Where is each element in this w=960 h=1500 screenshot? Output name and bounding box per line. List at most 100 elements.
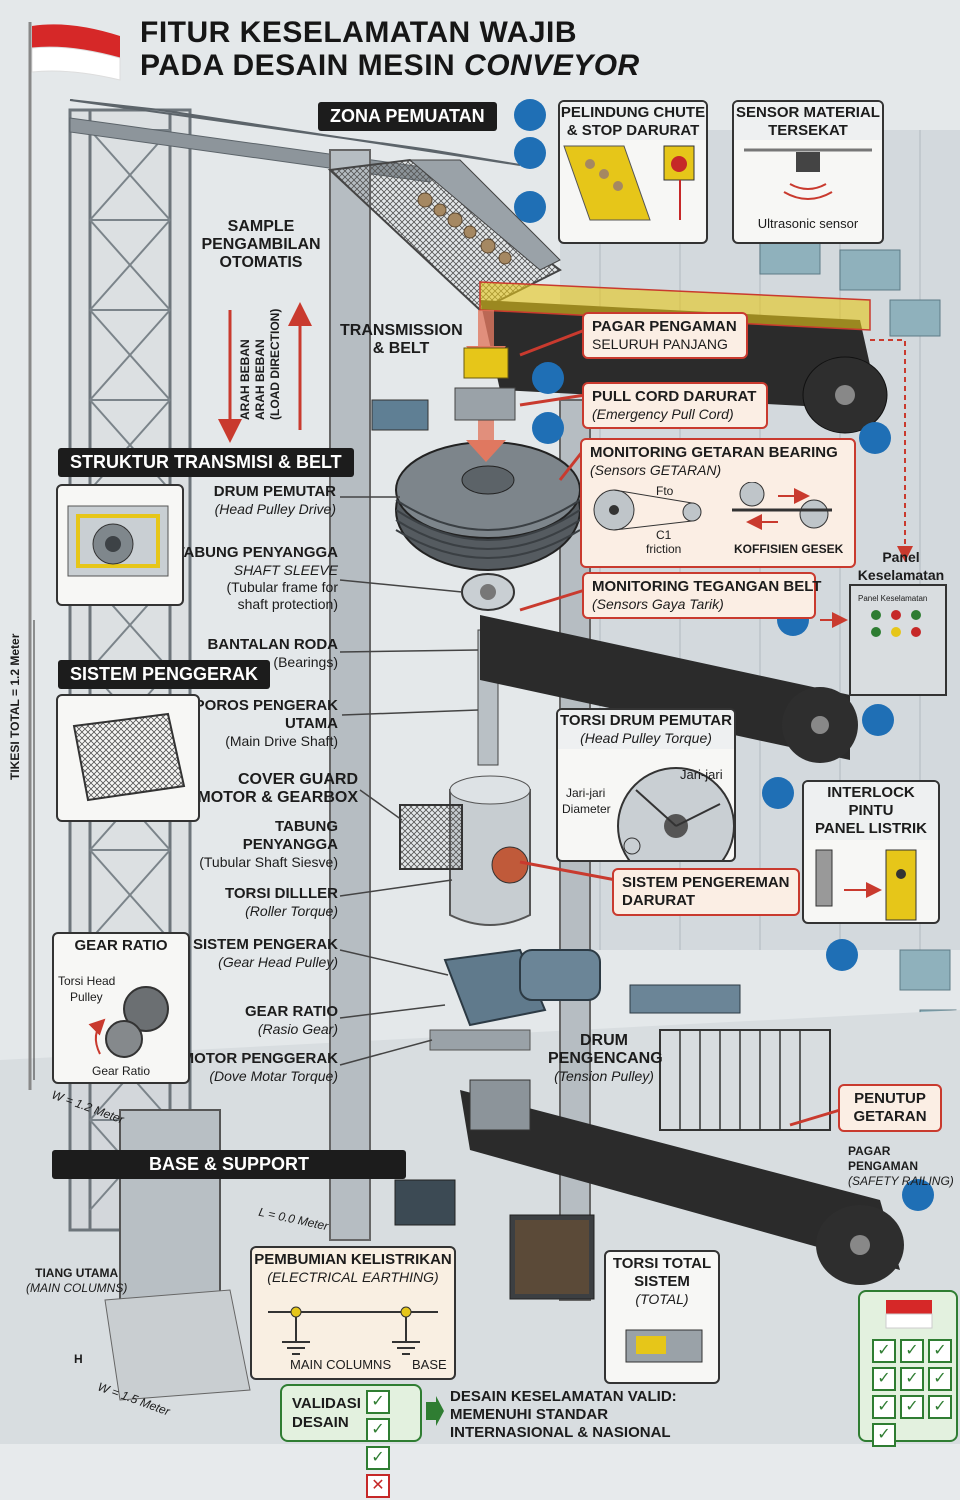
brake-callout-main2: DARURAT — [622, 892, 696, 909]
gear-ratio-label-sub: (Rasio Gear) — [257, 1021, 338, 1037]
infographic: FITUR KESELAMATAN WAJIB PADA DESAIN MESI… — [0, 16, 960, 1498]
total-torque-art — [625, 1329, 703, 1363]
tube2-label-main: TABUNG — [274, 818, 338, 835]
panel-label: Panel Keselamatan — [846, 548, 956, 584]
check-icon: ✓ — [872, 1423, 896, 1447]
inset-drum-mount — [56, 484, 184, 606]
interlock-title-main: INTERLOCK PINTU — [827, 784, 915, 819]
check-icon: ✓ — [366, 1390, 390, 1414]
total-torque-title: TORSI TOTAL SISTEM — [606, 1252, 718, 1291]
gear-system-label-main: SISTEM PENGERAK — [192, 936, 338, 953]
brace-bar — [89, 309, 171, 401]
ultrasonic-sensor-icon — [744, 148, 872, 200]
title-line-2-italic: CONVEYOR — [464, 49, 640, 82]
main-column-label-sub: (MAIN COLUMNS) — [26, 1281, 128, 1295]
check-icon: ✓ — [900, 1367, 924, 1391]
chute-guard-art — [563, 145, 695, 221]
ultrasonic-sensor-note: Ultrasonic sensor — [757, 216, 859, 231]
vibration-friction-label: friction — [646, 542, 682, 556]
gear-box-title: GEAR RATIO — [74, 937, 168, 954]
check-icon: ✓ — [366, 1418, 390, 1442]
total-torque-title-main: TORSI TOTAL — [612, 1255, 712, 1272]
motor-base — [429, 1029, 531, 1051]
lower-motor — [469, 1079, 531, 1131]
safety-panel — [849, 584, 947, 696]
inset-cover-guard-art — [72, 712, 186, 802]
bearing-label-sub: (Bearings) — [273, 654, 338, 670]
tension-pulley-drum — [629, 984, 741, 1014]
railing-label: PAGAR PENGAMAN (SAFETY RAILING) — [848, 1144, 960, 1189]
check-icon: ✓ — [928, 1395, 952, 1419]
check-icon: ✓ — [928, 1367, 952, 1391]
vibration-callout-sub: (Sensors GETARAN) — [590, 462, 722, 478]
validation-result: DESAIN KESELAMATAN VALID: MEMENUHI STAND… — [450, 1388, 677, 1442]
drum-label-sub: (Head Pulley Drive) — [214, 501, 336, 517]
earthing-box: PEMBUMIAN KELISTRIKAN (ELECTRICAL EARTHI… — [250, 1246, 456, 1380]
roller-label-main: TORSI DILLLER — [224, 885, 338, 902]
h-dimension: H — [74, 1352, 83, 1366]
control-terminal — [394, 1179, 456, 1226]
bearing-label: BANTALAN RODA (Bearings) — [150, 636, 338, 671]
material-sensor-box: SENSOR MATERIAL TERSEKAT Ultrasonic sens… — [732, 100, 884, 244]
lower-pulley-hub — [850, 1235, 870, 1255]
check-icon: ✓ — [872, 1395, 896, 1419]
sleeve-top — [449, 775, 531, 805]
title-line-2: PADA DESAIN MESIN CONVEYOR — [140, 49, 640, 82]
torque-left-label: Jari-jari — [566, 786, 606, 800]
warning-panel-screen — [515, 1220, 589, 1294]
inset-cover-guard — [56, 694, 200, 822]
chute-guard-box: PELINDUNG CHUTE & STOP DARURAT — [558, 100, 708, 244]
check-icon: ✓ — [928, 1339, 952, 1363]
check-icon: ✓ — [900, 1339, 924, 1363]
fence-callout: PAGAR PENGAMAN SELURUH PANJANG — [582, 312, 748, 359]
tube2-label-main2: PENYANGGA — [242, 836, 338, 853]
validation-result-line1: DESAIN KESELAMATAN VALID: — [450, 1388, 677, 1405]
safety-railing — [659, 1029, 831, 1131]
callout-leaders — [519, 328, 841, 1127]
shaft-label-sub: (Main Drive Shaft) — [225, 733, 338, 749]
torque-right-label: Jari-jari — [680, 767, 723, 782]
gear-system-label-sub: (Gear Head Pulley) — [218, 954, 338, 970]
vibration-diagram — [593, 482, 832, 531]
head-pulley-drum — [395, 441, 581, 571]
middle-pulley-hub — [811, 716, 829, 734]
main-column-label: TIANG UTAMA (MAIN COLUMNS) — [26, 1266, 127, 1296]
page-title: FITUR KESELAMATAN WAJIB PADA DESAIN MESI… — [140, 16, 640, 82]
tension-callout-sub: (Sensors Gaya Tarik) — [592, 596, 724, 612]
tension-drum-label-sub: (Tension Pulley) — [554, 1068, 654, 1084]
chute-guard-title-main: PELINDUNG CHUTE — [560, 104, 706, 121]
label-leaders — [339, 496, 479, 1066]
panel-label-main2: Keselamatan — [857, 567, 945, 583]
base-footing — [104, 1289, 251, 1401]
tension-drum-label-main: DRUM — [580, 1032, 628, 1049]
dashed-link — [870, 339, 913, 562]
validation-label-main: VALIDASI — [292, 1395, 361, 1412]
earthing-left-label: MAIN COLUMNS — [290, 1357, 392, 1372]
vibration-coef-label: KOFFISIEN GESEK — [734, 542, 844, 556]
validation-label-main2: DESAIN — [292, 1414, 349, 1431]
bearing-label-main: BANTALAN RODA — [207, 636, 338, 653]
torque-box-title: TORSI DRUM PEMUTAR (Head Pulley Torque) — [558, 710, 734, 749]
total-torque-title-main2: SISTEM — [634, 1273, 690, 1290]
main-column-label-main: TIANG UTAMA — [35, 1266, 119, 1280]
load-direction-label: ARAH BEBAN ARAH BEBAN (LOAD DIRECTION) — [238, 308, 282, 420]
chute-guard-title: PELINDUNG CHUTE & STOP DARURAT — [560, 102, 706, 140]
vibration-callout-main: MONITORING GETARAN BEARING — [590, 444, 838, 461]
height-dimension: TIKESI TOTAL = 1.2 Meter — [8, 633, 22, 780]
upper-pulley-hub — [835, 385, 855, 405]
motor-label: MOTOR PENGGERAK (Dove Motar Torque) — [150, 1050, 338, 1085]
small-motor — [371, 399, 429, 431]
interlock-box: INTERLOCK PINTU PANEL LISTRIK — [802, 780, 940, 924]
railing-bars — [679, 1030, 801, 1130]
flag-icon — [28, 22, 121, 1090]
flag-icon — [885, 1300, 933, 1329]
panel-plate: Panel Keselamatan — [858, 594, 928, 603]
fence-callout-main: PAGAR PENGAMAN — [592, 318, 737, 335]
bearing-center — [480, 584, 496, 600]
chute-guard — [327, 158, 562, 312]
tension-callout: MONITORING TEGANGAN BELT (Sensors Gaya T… — [582, 572, 821, 619]
validation-checks: ✓✓✓✕ — [364, 1388, 418, 1500]
total-torque-subtitle: (TOTAL) — [635, 1291, 689, 1307]
panel-label-main: Panel — [882, 549, 920, 565]
section-base: BASE & SUPPORT — [52, 1150, 406, 1179]
